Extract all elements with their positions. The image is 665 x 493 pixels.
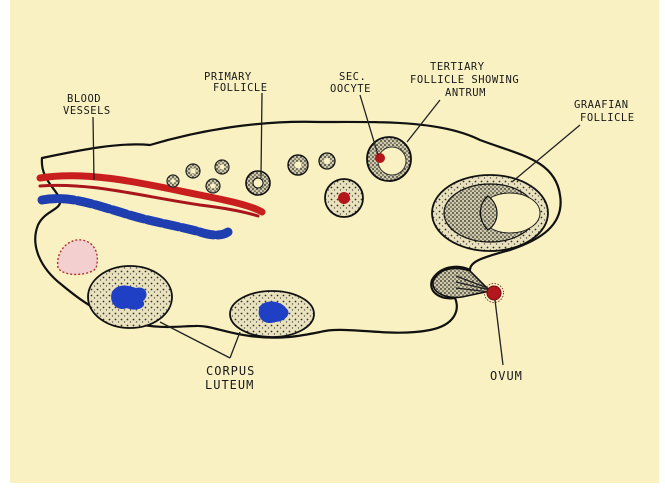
sec-oocyte-pointer (360, 95, 378, 155)
tertiary-follicle-oocyte (375, 153, 385, 163)
graafian-pointer (512, 125, 580, 182)
primary-follicle-oocyte (253, 178, 263, 188)
growing-follicle-oocyte (295, 162, 302, 169)
label-corpus: CORPUS (206, 364, 255, 378)
label-ovum: OVUM (490, 369, 523, 383)
primordial-follicle (211, 184, 216, 189)
corpus-luteum-core (111, 286, 146, 310)
blood-vessels-pointer (93, 117, 94, 180)
label-follicle-showing: FOLLICLE SHOWING (410, 74, 519, 86)
label-tertiary: TERTIARY (430, 61, 485, 73)
label-vessels: VESSELS (63, 105, 111, 117)
corpus-albicans (58, 240, 98, 275)
label-follicle: FOLLICLE (213, 82, 268, 94)
ovum-pointer (495, 300, 503, 365)
primordial-follicle (171, 179, 175, 183)
label-oocyte: OOCYTE (330, 83, 371, 95)
primordial-follicle (220, 165, 225, 170)
label-blood: BLOOD (67, 93, 101, 105)
ovum (487, 286, 501, 300)
primordial-follicle (191, 169, 196, 174)
label-antrum: ANTRUM (445, 87, 486, 99)
label-luteum: LUTEUM (205, 378, 254, 392)
label-sec: SEC. (339, 71, 366, 83)
growing-follicle-oocyte (324, 158, 330, 164)
label-graafian: GRAAFIAN (574, 99, 629, 111)
artery (40, 176, 262, 212)
label-graafian-follicle: FOLLICLE (580, 112, 635, 124)
primary-follicle-pointer (261, 93, 262, 176)
secondary-oocyte (338, 192, 350, 204)
tertiary-pointer (407, 100, 440, 142)
